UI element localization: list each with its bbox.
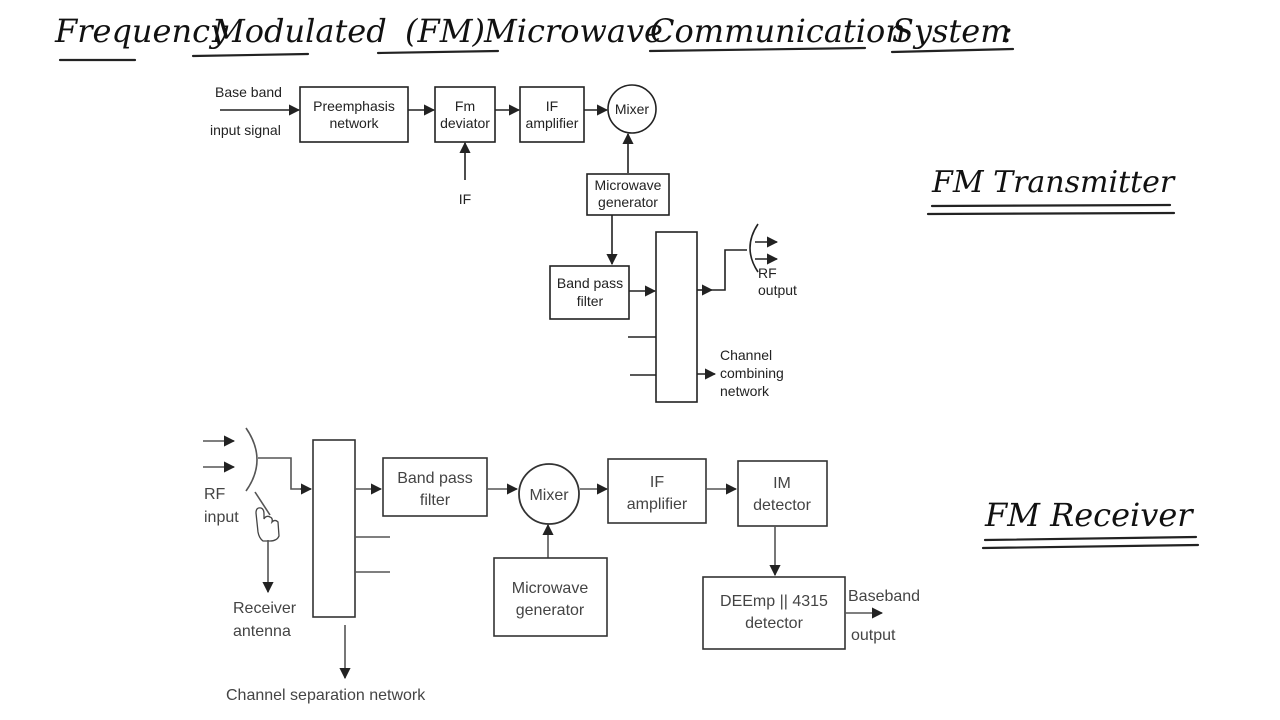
preemphasis-network-block: Preemphasis network bbox=[299, 86, 409, 143]
svg-text:filter: filter bbox=[577, 293, 604, 309]
svg-text:detector: detector bbox=[745, 615, 803, 632]
fm-deviator-block: Fm deviator bbox=[434, 86, 496, 143]
title-word-modulated: Modulated bbox=[211, 12, 387, 50]
if-amplifier-block: IF amplifier bbox=[607, 458, 707, 524]
fm-transmitter-diagram: Base band input signal Preemphasis netwo… bbox=[210, 84, 1176, 403]
svg-text:IF: IF bbox=[650, 474, 664, 491]
svg-text:Mixer: Mixer bbox=[615, 101, 650, 117]
microwave-generator-block: Microwave generator bbox=[586, 173, 670, 216]
svg-text:Microwave: Microwave bbox=[512, 580, 589, 597]
rf-input-label: input bbox=[204, 509, 239, 526]
band-pass-filter-block: Band pass filter bbox=[382, 457, 488, 517]
receiver-antenna-label: antenna bbox=[233, 623, 291, 640]
antenna-feed-line bbox=[712, 249, 747, 291]
page-title: Frequency Modulated (FM) Microwave Commu… bbox=[54, 12, 1015, 62]
svg-text:generator: generator bbox=[516, 602, 585, 619]
baseband-output-label: Baseband bbox=[848, 588, 920, 605]
rf-output-label: RF bbox=[758, 265, 777, 281]
svg-text:Microwave: Microwave bbox=[595, 177, 662, 193]
channel-combining-network-block bbox=[655, 231, 698, 403]
im-detector-block: IM detector bbox=[737, 460, 828, 527]
svg-text:Mixer: Mixer bbox=[529, 487, 569, 504]
title-word-communication: Communication bbox=[650, 12, 906, 50]
title-word-microwave: Microwave bbox=[483, 12, 663, 50]
channel-combining-label: Channel bbox=[720, 347, 772, 363]
underline bbox=[926, 211, 1176, 216]
underline bbox=[376, 49, 500, 55]
rf-output-label: output bbox=[758, 282, 797, 298]
channel-combining-label: combining bbox=[720, 365, 784, 381]
fm-transmitter-heading: FM Transmitter bbox=[931, 165, 1176, 200]
microwave-generator-block: Microwave generator bbox=[493, 557, 608, 637]
underline bbox=[981, 543, 1200, 550]
baseband-input-label: Base band bbox=[215, 84, 282, 100]
underline bbox=[983, 535, 1198, 542]
fm-receiver-diagram: RF input Receiver antenna Channel separa… bbox=[203, 427, 1200, 704]
if-input-label: IF bbox=[459, 191, 471, 207]
title-word-frequency: Frequency bbox=[54, 12, 229, 50]
hand-pointer-cursor-icon bbox=[255, 507, 280, 542]
svg-text:Band pass: Band pass bbox=[557, 275, 623, 291]
antenna-feed-line bbox=[258, 457, 310, 490]
receiver-antenna-label: Receiver bbox=[233, 600, 297, 617]
channel-separation-label: Channel separation network bbox=[226, 687, 426, 704]
channel-combining-label: network bbox=[720, 383, 770, 399]
svg-text:amplifier: amplifier bbox=[627, 496, 688, 513]
title-word-system: System bbox=[892, 12, 1011, 50]
svg-text:IF: IF bbox=[546, 98, 558, 114]
deemphasis-detector-block: DEEmp || 4315 detector bbox=[702, 576, 846, 650]
channel-separation-network-block bbox=[312, 439, 356, 618]
title-colon: : bbox=[1002, 12, 1013, 50]
if-amplifier-block: IF amplifier bbox=[519, 86, 585, 143]
band-pass-filter-block: Band pass filter bbox=[549, 265, 630, 320]
transmit-antenna-icon bbox=[749, 223, 759, 273]
baseband-output-label: output bbox=[851, 627, 896, 644]
svg-text:Band pass: Band pass bbox=[397, 470, 473, 487]
mixer-circle: Mixer bbox=[607, 84, 657, 134]
svg-text:detector: detector bbox=[753, 497, 811, 514]
svg-text:generator: generator bbox=[598, 194, 658, 210]
svg-text:network: network bbox=[329, 115, 379, 131]
svg-text:Preemphasis: Preemphasis bbox=[313, 98, 395, 114]
svg-text:Fm: Fm bbox=[455, 98, 475, 114]
antenna-stroke bbox=[254, 491, 271, 516]
rf-input-label: RF bbox=[204, 486, 226, 503]
fm-receiver-heading: FM Receiver bbox=[984, 496, 1194, 534]
mixer-circle: Mixer bbox=[518, 463, 580, 525]
svg-text:IM: IM bbox=[773, 475, 791, 492]
svg-text:amplifier: amplifier bbox=[526, 115, 579, 131]
svg-text:deviator: deviator bbox=[440, 115, 490, 131]
underline bbox=[191, 52, 310, 58]
receive-antenna-icon bbox=[245, 427, 258, 492]
baseband-input-label: input signal bbox=[210, 122, 281, 138]
svg-text:filter: filter bbox=[420, 492, 451, 509]
svg-text:DEEmp || 4315: DEEmp || 4315 bbox=[720, 593, 828, 610]
underline bbox=[648, 46, 867, 53]
underline bbox=[890, 47, 1015, 54]
title-word-fm: (FM) bbox=[405, 12, 485, 50]
underline bbox=[930, 203, 1172, 208]
